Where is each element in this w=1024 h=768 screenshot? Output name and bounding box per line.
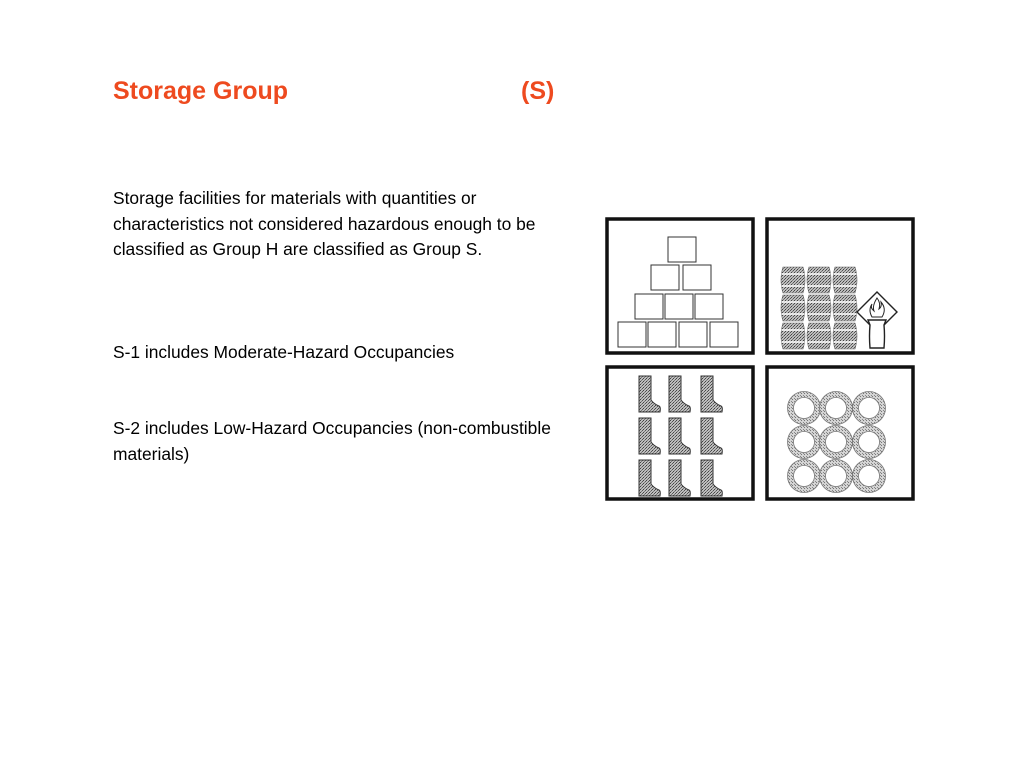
barrel-icon [780,266,858,350]
s1-paragraph: S-1 includes Moderate-Hazard Occupancies [113,342,455,362]
hazard-container-icon [856,291,898,349]
boot-icon [638,375,723,497]
title-code: (S) [521,77,555,105]
panel-boots [605,365,755,501]
title-text: Storage Group [113,77,289,105]
panel-rings [765,365,915,501]
s2-paragraph: S-2 includes Low-Hazard Occupancies (non… [113,418,551,464]
slide-title: Storage Group (S) [113,74,593,108]
box-pyramid-icon [617,236,739,348]
panel-barrels [765,217,915,355]
panel-stacked-boxes [605,217,755,355]
storage-illustration [602,214,918,504]
description-paragraph: Storage facilities for materials with qu… [113,188,536,259]
